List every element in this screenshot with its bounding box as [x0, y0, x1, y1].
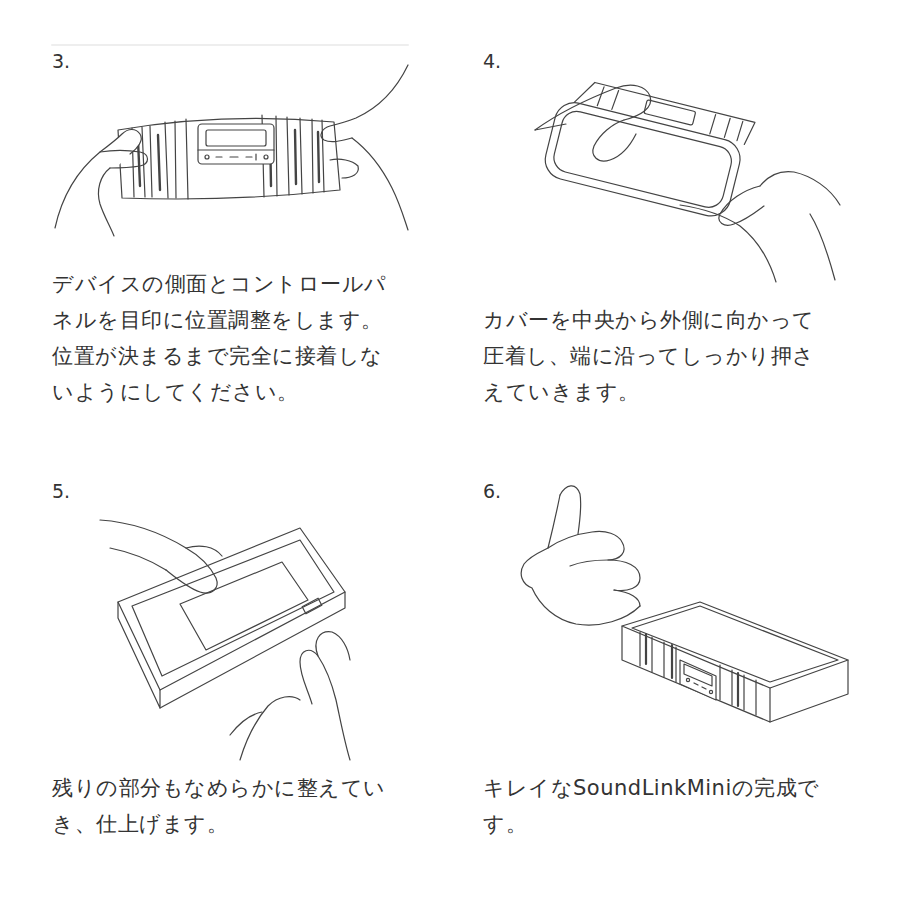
step-caption: キレイなSoundLinkMiniの完成です。 [483, 770, 843, 842]
step-caption: デバイスの側面とコントロールパネルを目印に位置調整をします。位置が決まるまで完全… [52, 266, 402, 410]
step-number: 4. [483, 50, 543, 72]
step-number: 5. [52, 480, 112, 502]
step-caption: カバーを中央から外側に向かって圧着し、端に沿ってしっかり押さえていきます。 [483, 302, 833, 410]
finished-speaker-figure [521, 486, 848, 722]
smooth-cover-figure [100, 520, 350, 760]
step-caption: 残りの部分もなめらかに整えていき、仕上げます。 [52, 770, 402, 842]
step-number: 3. [52, 50, 112, 72]
press-cover-figure [535, 75, 840, 282]
cover-strip-figure [55, 65, 408, 236]
step-number: 6. [483, 480, 543, 502]
top-rule [52, 44, 408, 46]
